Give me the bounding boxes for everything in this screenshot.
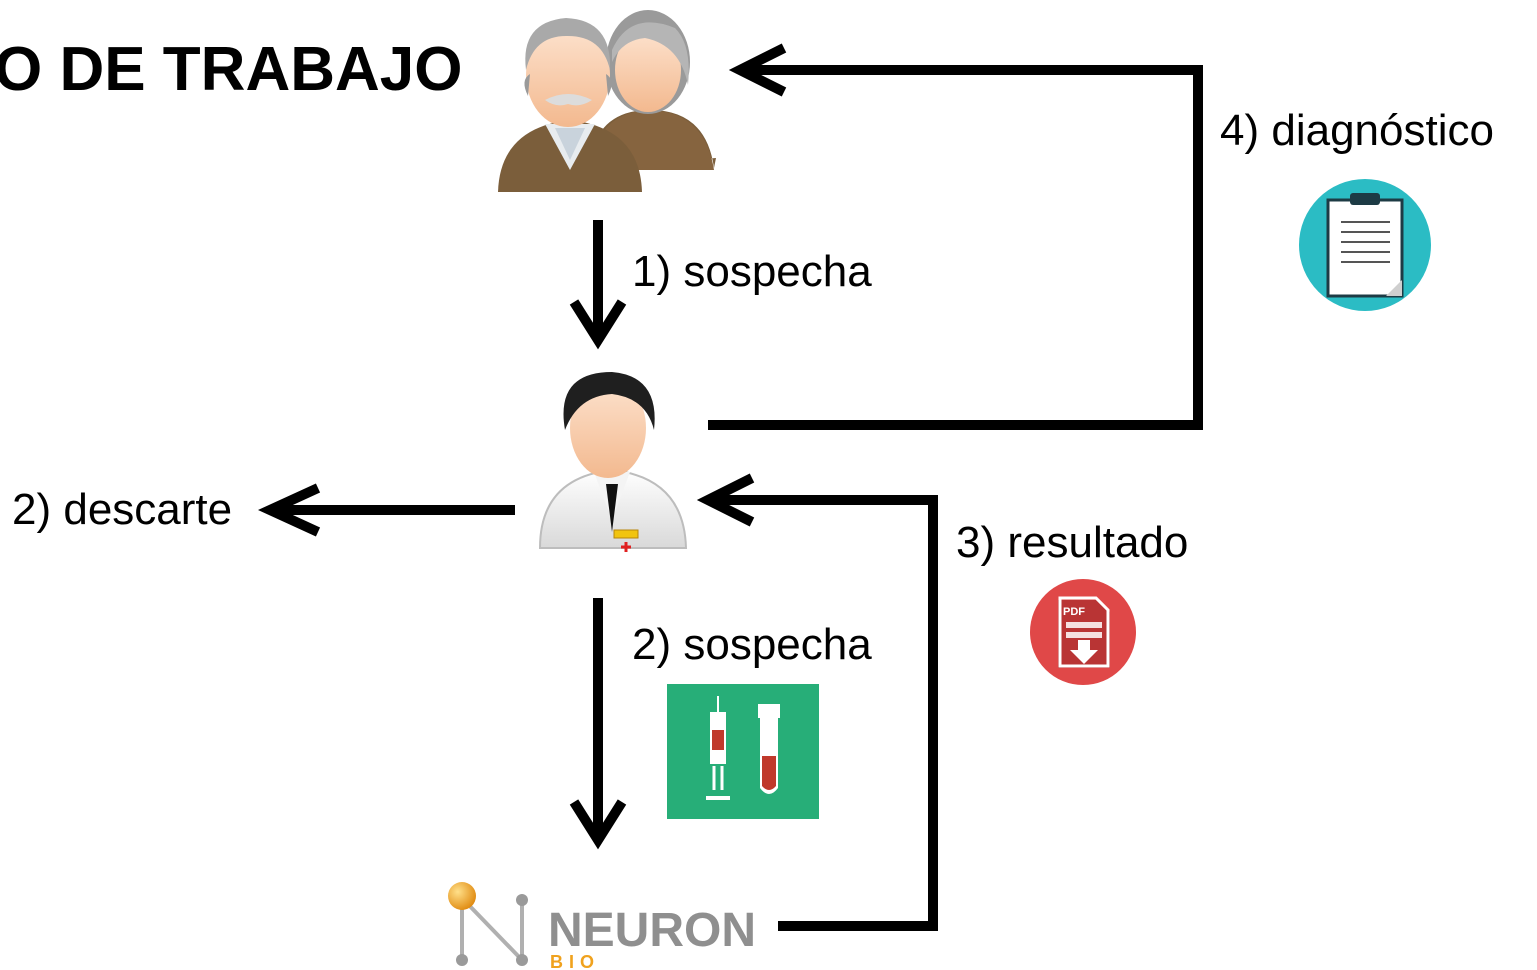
lab-sample-icon (667, 684, 819, 819)
arrowhead-descarte (257, 483, 321, 537)
arrowhead-diagnostico (728, 43, 787, 97)
diagram-title: O DE TRABAJO (0, 35, 462, 104)
arrowhead-sospecha-2 (569, 799, 627, 850)
label-sospecha-1: 1) sospecha (632, 247, 872, 296)
logo-name: NEURON (548, 904, 756, 957)
label-resultado: 3) resultado (956, 518, 1188, 567)
neuron-bio-logo: NEURON BIO (448, 882, 756, 970)
pdf-badge: PDF (1063, 606, 1085, 618)
clipboard-icon (1299, 179, 1431, 311)
logo-sub: BIO (550, 952, 600, 970)
pdf-download-icon: PDF (1030, 579, 1136, 685)
label-diagnostico: 4) diagnóstico (1220, 106, 1494, 155)
label-sospecha-2: 2) sospecha (632, 620, 872, 669)
arrowhead-resultado (696, 473, 755, 527)
doctor-icon (538, 372, 688, 552)
arrows (257, 43, 1203, 931)
elderly-couple-icon (498, 10, 716, 192)
label-descarte: 2) descarte (12, 485, 232, 534)
arrow-resultado (708, 495, 938, 931)
arrow-diagnostico (708, 65, 1203, 430)
arrowhead-sospecha-1 (569, 299, 627, 350)
